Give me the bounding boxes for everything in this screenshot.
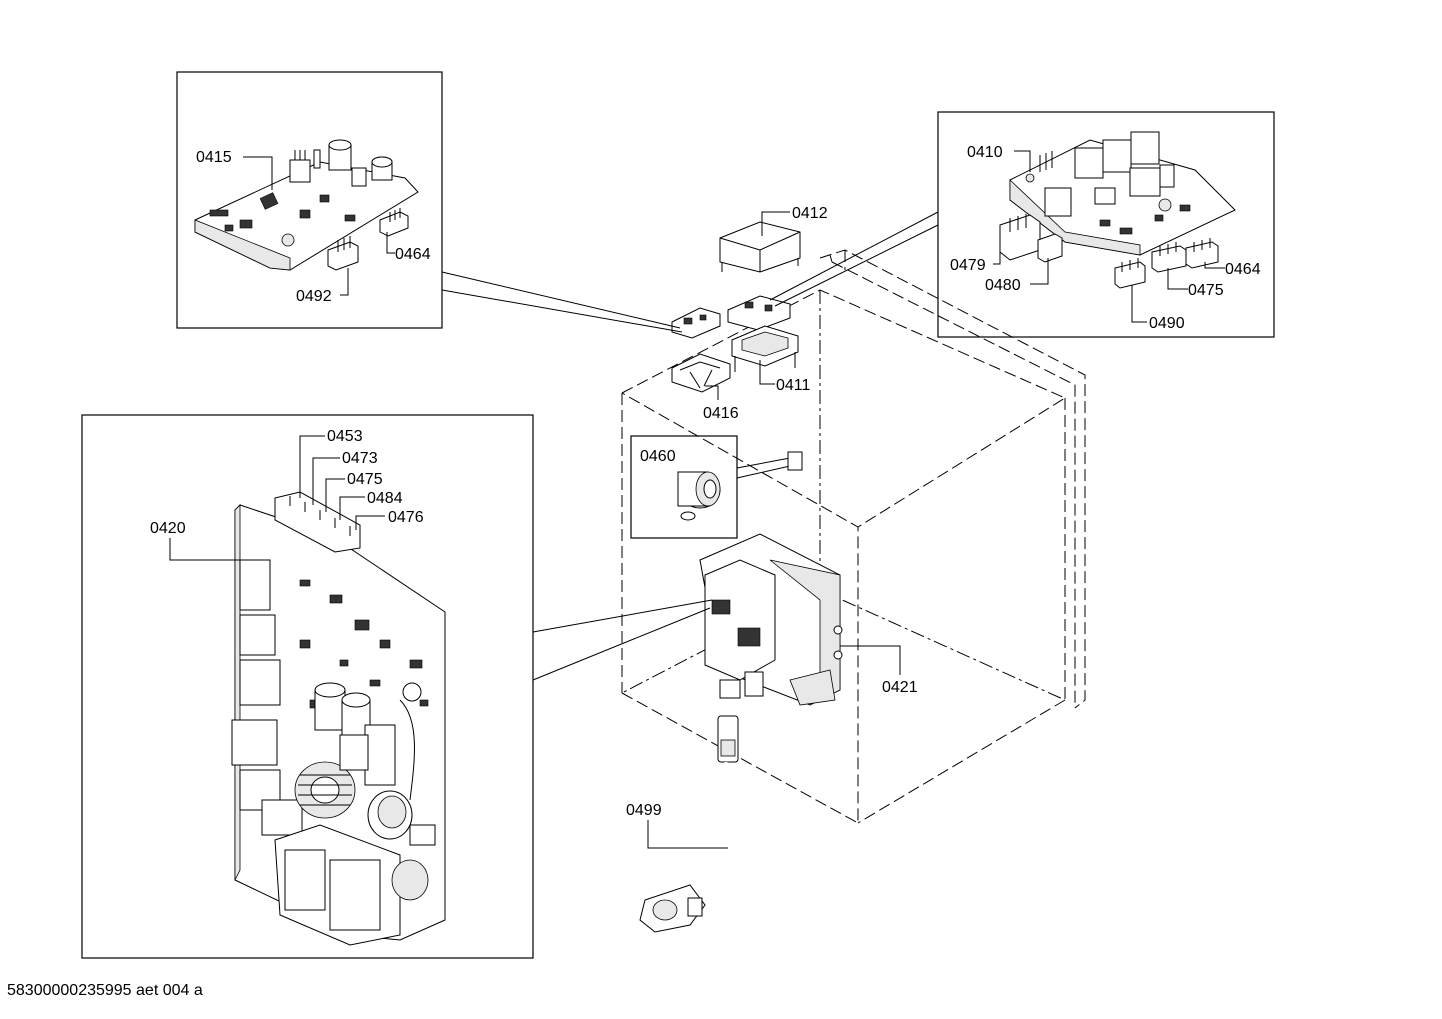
- callout-0453: 0453: [327, 428, 363, 445]
- callout-0475-relay-board: 0475: [1188, 282, 1224, 299]
- power-board-assembly: [699, 533, 843, 706]
- callout-0476: 0476: [388, 509, 424, 526]
- callout-0475-main-board: 0475: [347, 471, 383, 488]
- appliance-housing-outline: [621, 249, 1086, 824]
- power-cord: [639, 715, 842, 933]
- callout-0479: 0479: [950, 257, 986, 274]
- callout-0492: 0492: [296, 288, 332, 305]
- center-board-assembly: [671, 221, 801, 393]
- callout-0412: 0412: [792, 205, 828, 222]
- callout-0490: 0490: [1149, 315, 1185, 332]
- callout-0410: 0410: [967, 144, 1003, 161]
- callout-0464-control-board: 0464: [395, 246, 431, 263]
- callout-0480: 0480: [985, 277, 1021, 294]
- detail-box-ferrite-core: [630, 435, 803, 539]
- callout-0484: 0484: [367, 490, 403, 507]
- callout-labels: 0415 0464 0492 0410 0479 0480 0464 0475 …: [150, 144, 1261, 819]
- detail-box-main-board: [81, 414, 534, 959]
- detail-box-control-board: [176, 71, 443, 329]
- detail-box-relay-board: [937, 111, 1275, 338]
- drawing-id: 58300000235995 aet 004 a: [7, 982, 203, 999]
- callout-0416: 0416: [703, 405, 739, 422]
- callout-0464-relay-board: 0464: [1225, 261, 1261, 278]
- callout-0499: 0499: [626, 802, 662, 819]
- callout-0473: 0473: [342, 450, 378, 467]
- callout-0460: 0460: [640, 448, 676, 465]
- callout-0411: 0411: [776, 377, 811, 394]
- leader-lines: [169, 150, 1225, 849]
- callout-0420: 0420: [150, 520, 186, 537]
- callout-0415: 0415: [196, 149, 232, 166]
- callout-0421: 0421: [882, 679, 918, 696]
